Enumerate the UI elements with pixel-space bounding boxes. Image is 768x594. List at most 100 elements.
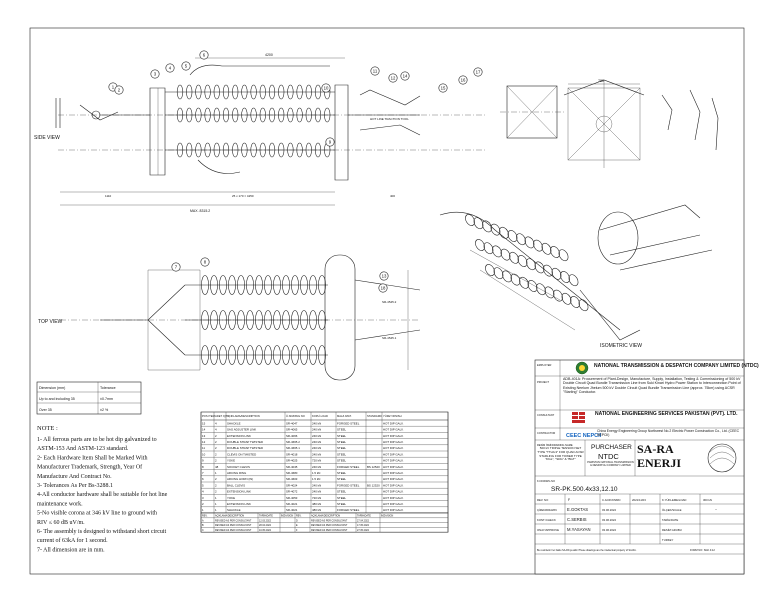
- sr1-label: SR-4545.2: [382, 300, 397, 304]
- tolerance-table: Dimension (mm) Tolerance Up to and inclu…: [36, 381, 142, 415]
- tol-r2c2: ±2 %: [100, 408, 109, 412]
- bom-cell: HOT DIP GALV.: [383, 483, 404, 487]
- item-balloon: [370, 66, 380, 76]
- iso-insulator-disc: [502, 270, 512, 283]
- insulator-disc: [282, 310, 290, 330]
- item-balloon: [458, 75, 468, 85]
- insulator-disc: [241, 107, 248, 123]
- iso-insulator-disc: [485, 264, 495, 276]
- bom-cell: 240 kN: [312, 440, 321, 444]
- c-col1: C.ACIK/KNMN: [602, 498, 620, 502]
- revision-cell: REVISED AS PER CONSULTANT: [215, 519, 252, 522]
- revision-cell: İMZA/SIGN: [281, 515, 293, 518]
- note-line: 3- Tolerances As Per Bs-3288.1: [37, 483, 113, 489]
- insulator-disc: [232, 107, 239, 123]
- bom-cell: FORGED STEEL: [337, 508, 360, 512]
- bom-cell: 2: [215, 483, 217, 487]
- bom-cell: 12: [202, 440, 206, 444]
- iso-insulator-disc: [516, 233, 526, 246]
- item-balloon-number: 8: [204, 260, 207, 265]
- insulator-disc: [291, 310, 299, 330]
- insulator-disc: [237, 275, 245, 295]
- note-line: Manufacturer Trademark, Strength, Year O…: [37, 464, 142, 471]
- insulator-disc: [222, 142, 230, 158]
- bom-cell: 480 kN: [312, 502, 321, 506]
- bom-cell: FORGED STEEL: [337, 465, 360, 469]
- insulator-disc: [186, 142, 193, 158]
- insulator-disc: [201, 310, 209, 330]
- bom-cell: 720 kN: [312, 459, 321, 463]
- item-balloon: [473, 67, 483, 77]
- revision-cell: REV.: [202, 515, 208, 518]
- dim-d1: 400: [390, 194, 395, 198]
- insulator-disc: [273, 310, 281, 330]
- item-balloon-number: 11: [373, 69, 378, 74]
- insulator-disc: [213, 142, 220, 158]
- insulator-disc: [324, 107, 331, 123]
- item-balloon: [379, 271, 389, 281]
- bom-cell: 480 kN: [312, 508, 321, 512]
- insulator-disc: [278, 107, 285, 123]
- bom-cell: BALL CLEVIS: [227, 483, 245, 487]
- insulator-disc: [210, 310, 218, 330]
- note-line: 2- Each Hardware Item Shall be Marked Wi…: [37, 455, 147, 461]
- insulator-disc: [309, 345, 317, 365]
- sr2-label: SR-4545.1: [382, 336, 397, 340]
- bom-cell: SR-4025: [286, 459, 298, 463]
- bundle-diagram: 780: [500, 79, 719, 168]
- iso-insulator-disc: [526, 258, 536, 271]
- insulator-disc: [259, 142, 266, 158]
- revision-cell: 17.05.2022: [357, 524, 370, 527]
- insulator-disc: [282, 345, 290, 365]
- insulator-disc: [176, 142, 184, 158]
- bom-cell: 6: [202, 477, 204, 481]
- bom-cell: SR-4680: [286, 471, 298, 475]
- bom-cell: 15: [202, 421, 206, 425]
- bom-cell: FORGED STEEL: [337, 421, 360, 425]
- bom-cell: STEEL: [337, 496, 347, 500]
- approved-by: M.YASAYAN: [567, 527, 591, 532]
- bom-cell: SR-4665.2: [286, 440, 300, 444]
- insulator-disc: [264, 275, 272, 295]
- iso-insulator-disc: [558, 249, 569, 262]
- purchaser-sub-wrap: PARISTAN NATIONAL TRANSMISSION & DESPATC…: [587, 461, 633, 467]
- tol-r2c1: Over 35: [39, 408, 52, 412]
- dim-right-top: 780: [598, 79, 604, 83]
- bom-cell: HOT DIP GALV.: [383, 477, 404, 481]
- insulator-disc: [273, 275, 281, 295]
- bom-cell: EXTENSION LINK: [227, 502, 251, 506]
- insulator-disc: [305, 142, 312, 158]
- bom-cell: SR-4021: [286, 502, 298, 506]
- isometric-view: ISOMETRIC VIEW: [439, 204, 713, 349]
- bom-cell: 240 kN: [312, 421, 321, 425]
- insulator-disc: [204, 84, 211, 100]
- insulator-disc: [186, 84, 193, 100]
- insulator-disc: [237, 310, 245, 330]
- iso-insulator-disc: [509, 251, 519, 264]
- bom-header-cell: AÇIKLAMA/DESCRIPTION: [227, 414, 260, 418]
- iso-insulator-disc: [544, 286, 555, 299]
- weight-value: 300 kN: [703, 498, 712, 502]
- dim-d5: 1110: [105, 194, 112, 198]
- bom-cell: SR-4024: [286, 483, 298, 487]
- bom-cell: DOUBLE STRAP TWISTED: [227, 446, 263, 450]
- note-line: 5-No visible corona at 346 kV line to gr…: [37, 511, 157, 517]
- bom-cell: 2: [215, 490, 217, 494]
- insulator-disc: [278, 142, 285, 158]
- insulator-disc: [268, 107, 276, 123]
- bom-cell: 240 kN: [312, 428, 321, 432]
- side-view: SIDE VIEW MAX. 8315.2 4200 1110 25 x 170…: [34, 53, 485, 213]
- c-col2: 2021/11/03: [632, 498, 646, 502]
- bom-cell: BS 12520: [367, 483, 380, 487]
- iso-insulator-disc: [492, 245, 502, 258]
- revision-cell: F: [296, 529, 298, 532]
- item-balloon: [400, 71, 410, 81]
- iso-insulator-disc: [541, 242, 552, 255]
- bom-cell: STEEL: [337, 452, 347, 456]
- item-balloon: [321, 83, 331, 93]
- bom-cell: STEEL: [337, 440, 347, 444]
- insulator-disc: [246, 345, 254, 365]
- sheet-border: [29, 27, 745, 575]
- revision-cell: REV.: [296, 515, 302, 518]
